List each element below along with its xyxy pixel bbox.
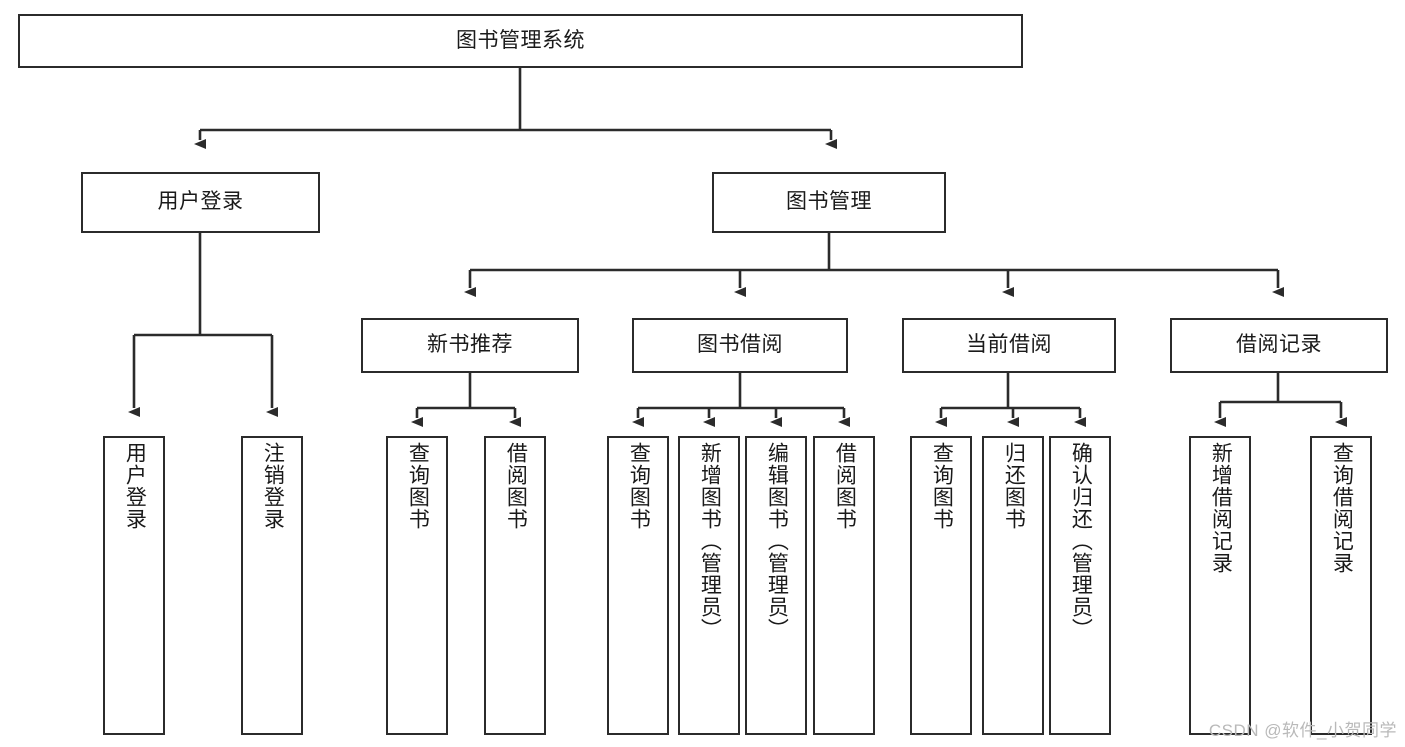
node-label-leaf-query-rec: 查询借阅记录 bbox=[1330, 442, 1354, 574]
node-label-current-borrow: 当前借阅 bbox=[966, 333, 1052, 357]
node-leaf-borrow-1[interactable]: 借阅图书 bbox=[484, 436, 546, 735]
node-leaf-confirm[interactable]: 确认归还（管理员） bbox=[1049, 436, 1111, 735]
node-label-new-book-rec: 新书推荐 bbox=[427, 333, 513, 357]
node-label-borrow-record: 借阅记录 bbox=[1236, 333, 1322, 357]
node-user-login[interactable]: 用户登录 bbox=[81, 172, 320, 233]
node-label-root: 图书管理系统 bbox=[456, 28, 585, 52]
node-label-leaf-add-rec: 新增借阅记录 bbox=[1209, 442, 1233, 574]
node-leaf-add-book[interactable]: 新增图书（管理员） bbox=[678, 436, 740, 735]
node-label-leaf-borrow-2: 借阅图书 bbox=[833, 442, 857, 530]
node-label-leaf-edit-book: 编辑图书（管理员） bbox=[765, 442, 789, 640]
node-label-leaf-logout: 注销登录 bbox=[261, 442, 285, 530]
node-label-leaf-return: 归还图书 bbox=[1002, 442, 1026, 530]
node-leaf-add-rec[interactable]: 新增借阅记录 bbox=[1189, 436, 1251, 735]
node-borrow-record[interactable]: 借阅记录 bbox=[1170, 318, 1388, 373]
node-leaf-edit-book[interactable]: 编辑图书（管理员） bbox=[745, 436, 807, 735]
node-current-borrow[interactable]: 当前借阅 bbox=[902, 318, 1116, 373]
node-label-leaf-user-login: 用户登录 bbox=[123, 442, 147, 530]
node-leaf-query-1[interactable]: 查询图书 bbox=[386, 436, 448, 735]
node-leaf-query-2[interactable]: 查询图书 bbox=[607, 436, 669, 735]
node-label-leaf-borrow-1: 借阅图书 bbox=[504, 442, 528, 530]
node-label-leaf-add-book: 新增图书（管理员） bbox=[698, 442, 722, 640]
node-label-book-manage: 图书管理 bbox=[786, 190, 872, 214]
node-label-book-borrow: 图书借阅 bbox=[697, 333, 783, 357]
node-label-leaf-confirm: 确认归还（管理员） bbox=[1069, 442, 1093, 640]
node-book-borrow[interactable]: 图书借阅 bbox=[632, 318, 848, 373]
node-label-user-login: 用户登录 bbox=[157, 190, 244, 214]
node-label-leaf-query-2: 查询图书 bbox=[627, 442, 651, 530]
node-leaf-logout[interactable]: 注销登录 bbox=[241, 436, 303, 735]
node-root[interactable]: 图书管理系统 bbox=[18, 14, 1023, 68]
node-leaf-query-rec[interactable]: 查询借阅记录 bbox=[1310, 436, 1372, 735]
node-book-manage[interactable]: 图书管理 bbox=[712, 172, 946, 233]
csdn-watermark: CSDN @软件_小贺同学 bbox=[1208, 721, 1397, 740]
node-leaf-return[interactable]: 归还图书 bbox=[982, 436, 1044, 735]
node-leaf-query-3[interactable]: 查询图书 bbox=[910, 436, 972, 735]
node-leaf-user-login[interactable]: 用户登录 bbox=[103, 436, 165, 735]
node-label-leaf-query-1: 查询图书 bbox=[406, 442, 430, 530]
node-label-leaf-query-3: 查询图书 bbox=[930, 442, 954, 530]
node-new-book-rec[interactable]: 新书推荐 bbox=[361, 318, 579, 373]
node-leaf-borrow-2[interactable]: 借阅图书 bbox=[813, 436, 875, 735]
